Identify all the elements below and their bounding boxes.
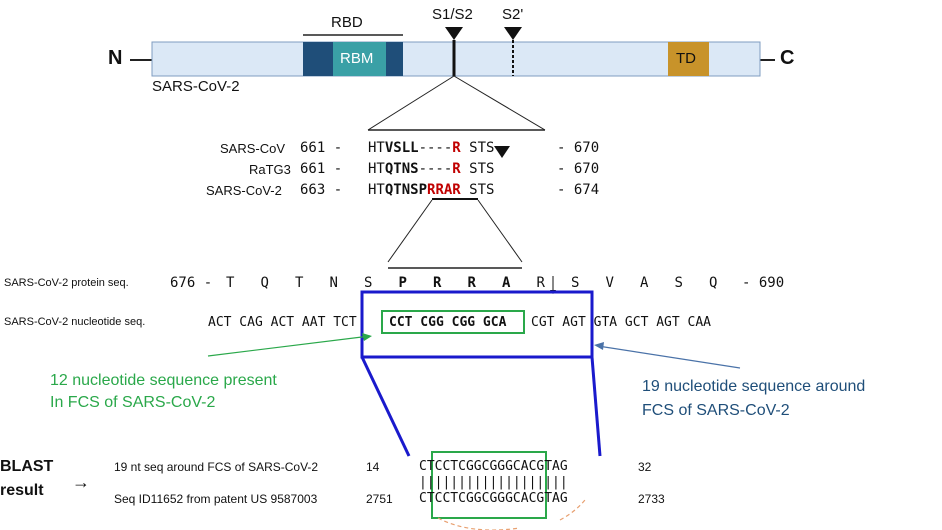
blast-query-end: 32 — [638, 460, 652, 474]
protein-residue: P — [398, 275, 407, 291]
orange-dashed-curve-left — [437, 517, 521, 530]
nt19-annotation-line2: FCS of SARS-CoV-2 — [642, 402, 790, 419]
protein-seq-start: 676 - — [170, 275, 213, 291]
funnel-line-right — [590, 356, 602, 457]
blast-subject-label: Seq ID11652 from patent US 9587003 — [114, 492, 318, 506]
zoom-line-left-2 — [387, 199, 433, 263]
alignment-name: SARS-CoV-2 — [206, 183, 282, 198]
alignment-name: RaTG3 — [249, 162, 291, 177]
nt19-highlight-box — [360, 290, 594, 359]
s1s2-label: S1/S2 — [432, 6, 473, 23]
blast-subject-seq: CTCCTCGGCGGGCACGTAG — [419, 491, 568, 506]
td-domain — [668, 42, 709, 76]
protein-residue: T — [226, 275, 235, 291]
nt12-highlight-box — [381, 310, 525, 334]
nucleotide-seq-boxed: CCT CGG CGG GCA — [389, 315, 507, 330]
nucleotide-seq-label: SARS-CoV-2 nucleotide seq. — [4, 316, 146, 328]
nucleotide-seq-post: CGT AGT GTA GCT AGT CAA — [531, 315, 712, 330]
td-label: TD — [676, 50, 696, 67]
alignment-end: - 674 — [557, 182, 600, 198]
blast-query-start: 14 — [366, 460, 380, 474]
alignment-start: 661 - — [300, 140, 343, 156]
blast-arrow-icon: → — [72, 472, 90, 492]
zoom-line-left-1 — [367, 75, 455, 131]
protein-residue: Q — [260, 275, 269, 291]
protein-residue: S — [571, 275, 580, 291]
alignment-row-seq: HTQTNS----R STS — [368, 161, 495, 177]
protein-residue: S — [674, 275, 683, 291]
blast-subject-start: 2751 — [366, 492, 393, 506]
protein-residue: T — [295, 275, 304, 291]
protein-residue: R — [536, 275, 545, 291]
alignment-start: 663 - — [300, 182, 343, 198]
n-terminus-label: N — [108, 47, 123, 69]
s1s2-arrow-icon — [445, 27, 463, 40]
zoom-line-right-1 — [453, 75, 546, 131]
virus-label: SARS-CoV-2 — [152, 78, 240, 95]
protein-residue: A — [502, 275, 511, 291]
rbm-label: RBM — [340, 50, 374, 67]
protein-residue: A — [640, 275, 649, 291]
spike-protein-bar — [151, 41, 761, 77]
alignment-end: - 670 — [557, 161, 600, 177]
protein-residue: S — [364, 275, 373, 291]
c-terminus-label: C — [780, 47, 795, 69]
s2prime-arrow-icon — [504, 27, 522, 40]
protein-seq-label: SARS-CoV-2 protein seq. — [4, 277, 129, 289]
blast-query-label: 19 nt seq around FCS of SARS-CoV-2 — [114, 460, 319, 474]
alignment-end: - 670 — [557, 140, 600, 156]
zoom-line-right-2 — [477, 199, 523, 263]
nt19-annotation-line1: 19 nucleotide sequence around — [642, 378, 866, 395]
protein-residue: R — [433, 275, 442, 291]
blue-pointer-line — [597, 345, 741, 369]
alignment-name: SARS-CoV — [220, 141, 286, 156]
nt12-annotation-line2: In FCS of SARS-CoV-2 — [50, 394, 216, 411]
green-pointer-line — [207, 335, 371, 357]
protein-residue: V — [605, 275, 614, 291]
orange-dashed-curve-right — [559, 499, 586, 521]
rbm-domain — [333, 42, 386, 76]
s2prime-label: S2' — [502, 6, 524, 23]
nucleotide-seq-pre: ACT CAG ACT AAT TCT — [208, 315, 357, 330]
blast-query-seq: CTCCTCGGCGGGCACGTAG — [419, 459, 568, 474]
protein-seq-end: - 690 — [742, 275, 785, 291]
protein-residue: R — [467, 275, 476, 291]
blast-match-bars: ||||||||||||||||||| — [419, 475, 568, 490]
blast-title-line1: BLAST — [0, 458, 54, 475]
blast-match-box — [431, 451, 547, 519]
furin-cleavage-arrow-icon — [494, 146, 510, 158]
blast-title-line2: result — [0, 482, 44, 499]
protein-residue: N — [329, 275, 338, 291]
funnel-line-left — [360, 356, 411, 457]
green-pointer-arrow-icon — [362, 333, 372, 341]
blast-subject-end: 2733 — [638, 492, 665, 506]
rbd-label: RBD — [331, 14, 363, 31]
alignment-start: 661 - — [300, 161, 343, 177]
nt12-annotation-line1: 12 nucleotide sequence present — [50, 372, 277, 389]
blue-pointer-arrow-icon — [594, 342, 604, 350]
protein-residue: Q — [709, 275, 718, 291]
alignment-row-seq: HTQTNSPRRAR STS — [368, 182, 495, 198]
alignment-row-seq: HTVSLL----R STS — [368, 140, 495, 156]
